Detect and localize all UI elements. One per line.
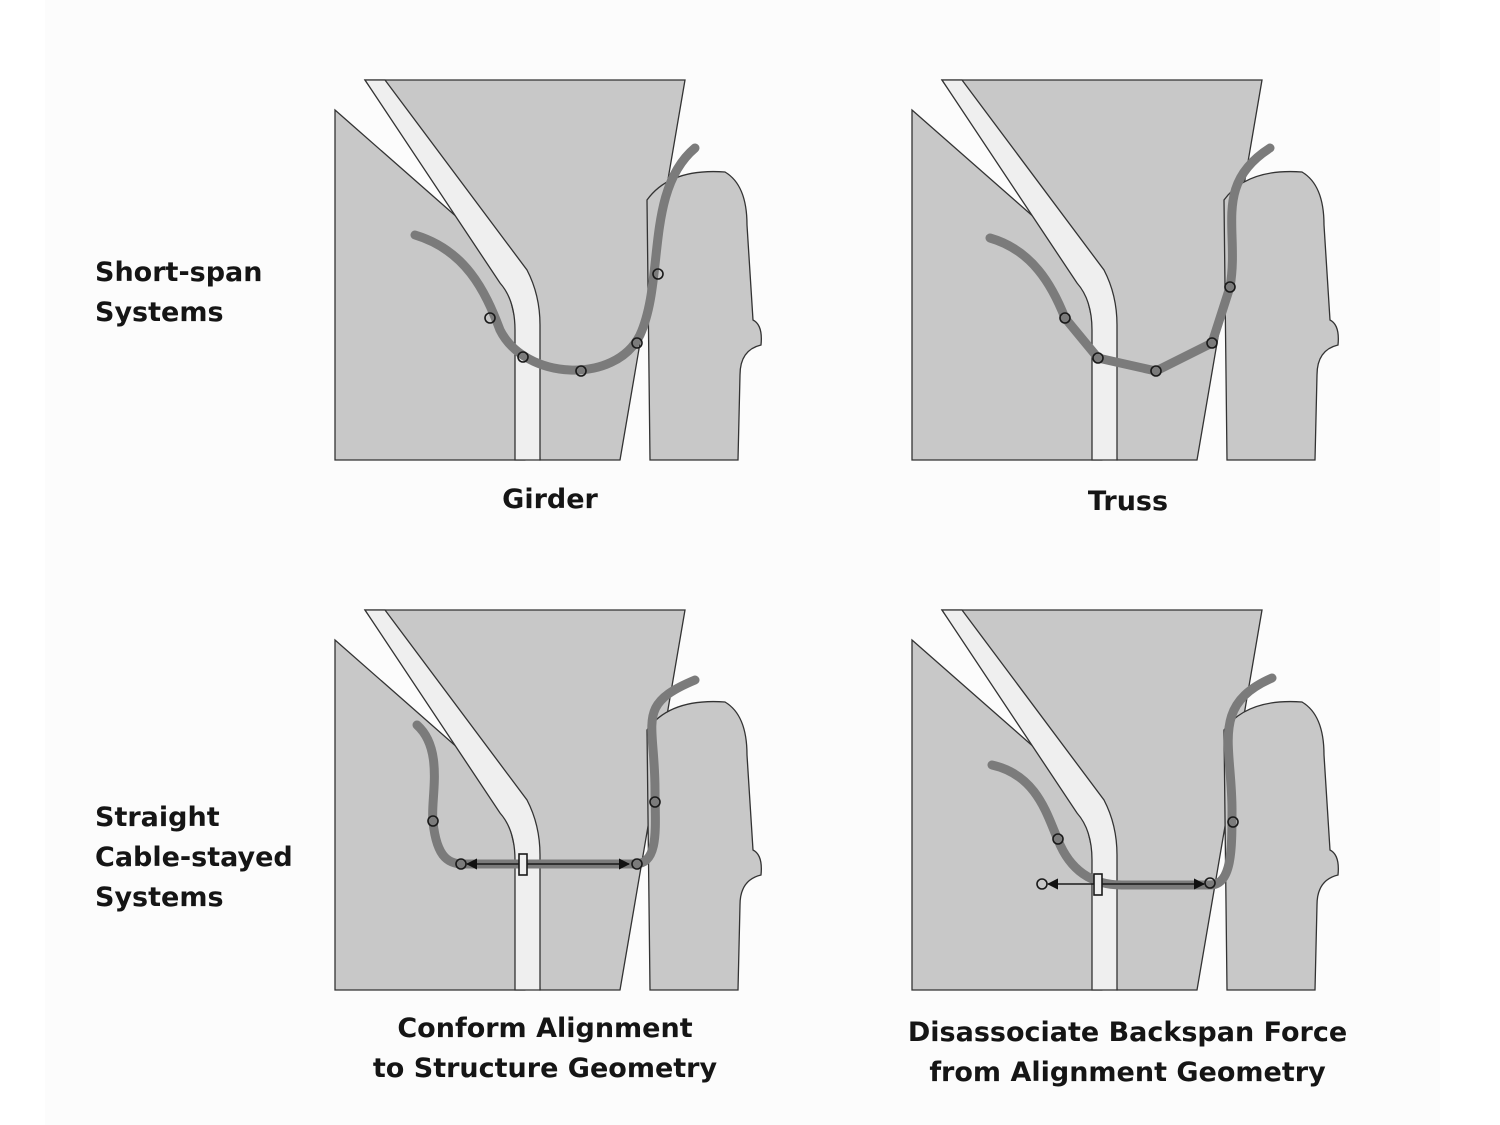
row-label-short-span: Short-span Systems — [95, 257, 263, 328]
panel-truss — [911, 79, 1339, 461]
alignment-disassociate — [987, 673, 1277, 890]
tower-anchor-disassociate — [1093, 873, 1103, 896]
panel-conform-alignment — [334, 609, 762, 991]
panel-disassociate-backspan — [911, 609, 1339, 991]
caption-disassociate-backspan: Disassociate Backspan Force from Alignme… — [907, 1017, 1348, 1088]
stations-conform — [427, 796, 661, 870]
caption-girder: Girder — [502, 484, 598, 515]
panel-girder — [334, 79, 762, 461]
terrain-disassociate — [911, 609, 1339, 991]
alignment-conform — [412, 675, 700, 869]
stations-girder — [484, 268, 664, 377]
alignment-truss — [985, 143, 1275, 376]
tower-anchor-conform — [518, 853, 528, 876]
caption-truss: Truss — [1087, 486, 1169, 517]
terrain-conform — [334, 609, 762, 991]
terrain-girder — [334, 79, 762, 461]
alignment-girder — [410, 143, 700, 375]
terrain-truss — [911, 79, 1339, 461]
row-label-cable-stayed: Straight Cable-stayed Systems — [95, 802, 293, 913]
stations-disassociate — [1036, 816, 1239, 890]
caption-conform-alignment: Conform Alignment to Structure Geometry — [372, 1013, 718, 1084]
stations-truss — [1059, 281, 1236, 377]
